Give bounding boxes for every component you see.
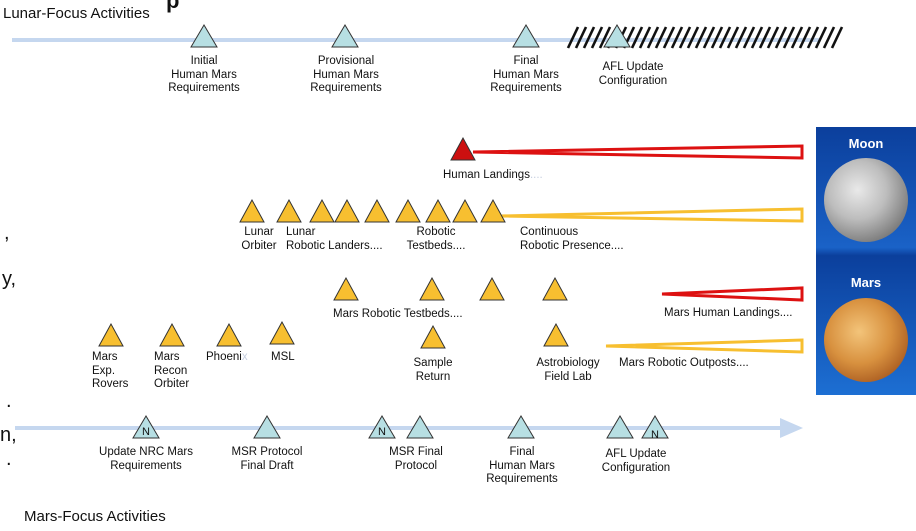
lunar-robotic-triangles (239, 198, 506, 223)
moon-mars-panel: Moon Mars (816, 127, 916, 395)
partial-title: p (166, 0, 180, 13)
left-edge-n: n, (0, 424, 17, 446)
label-mars-exp-rovers: Mars Exp. Rovers (92, 351, 129, 390)
nrc-marker-1: N (142, 426, 150, 438)
mars-focus-title: Mars-Focus Activities (24, 508, 166, 525)
lunar-focus-title: Lunar-Focus Activities (3, 5, 150, 22)
label-robotic-testbeds: Robotic Testbeds.... (406, 226, 466, 252)
moon-label: Moon (848, 136, 884, 151)
label-lunar-robotic-landers: Lunar Robotic Landers.... (286, 226, 383, 252)
milestone-final-triangle (512, 24, 540, 48)
mars-label: Mars (850, 275, 882, 290)
label-sample-return: Sample Return (413, 357, 453, 383)
label-final-human-mars: Final Human Mars Requirements (486, 446, 558, 485)
mars-image (824, 298, 908, 382)
label-mars-robotic-testbeds: Mars Robotic Testbeds.... (333, 308, 463, 320)
mars-robotic-outposts-track (605, 338, 804, 354)
nrc-marker-3: N (651, 429, 659, 441)
phoenix-text: Phoeni (206, 351, 242, 363)
left-edge-dot2: . (6, 448, 12, 470)
mars-timeline-arrowhead (780, 418, 803, 438)
human-landings-ellipsis: .... (529, 169, 543, 181)
human-landings-triangle (450, 136, 476, 161)
milestone-provisional-triangle (331, 24, 359, 48)
label-msr-final: MSR Final Protocol (389, 446, 443, 472)
label-msr-draft: MSR Protocol Final Draft (231, 446, 303, 472)
label-afl-lunar: AFL Update Configuration (598, 61, 668, 87)
label-afl-mars: AFL Update Configuration (601, 448, 671, 474)
milestone-afl-triangle-mars (606, 415, 634, 439)
label-msl: MSL (271, 351, 295, 363)
mars-mission-triangles (98, 320, 569, 349)
milestone-msr-final-triangle (406, 415, 434, 439)
moon-image (824, 158, 908, 242)
milestone-afl-n-triangle (641, 415, 669, 439)
milestone-final-human-triangle (507, 415, 535, 439)
human-landings-track (472, 144, 804, 160)
label-update-nrc: Update NRC Mars Requirements (99, 446, 193, 472)
label-final-lunar: Final Human Mars Requirements (490, 55, 562, 94)
label-initial: Initial Human Mars Requirements (168, 55, 240, 94)
label-lunar-orbiter: Lunar Orbiter (241, 226, 277, 252)
left-edge-y: y, (2, 268, 17, 290)
label-continuous-presence: Continuous Robotic Presence.... (520, 226, 624, 252)
label-astrobiology: Astrobiology Field Lab (536, 357, 600, 383)
human-landings-text: Human Landings (443, 169, 530, 181)
mars-human-landings-track (661, 286, 804, 302)
milestone-msr-final-n-triangle (368, 415, 396, 439)
label-phoenix: Phoenix (206, 351, 248, 365)
label-human-landings: Human Landings.... (443, 169, 543, 183)
phoenix-x: x (241, 351, 248, 363)
hatch-bar (566, 26, 844, 49)
label-provisional: Provisional Human Mars Requirements (310, 55, 382, 94)
milestone-initial-triangle (190, 24, 218, 48)
label-mars-human-landings: Mars Human Landings.... (664, 307, 793, 319)
nrc-marker-2: N (378, 426, 386, 438)
left-edge-comma: , (4, 222, 10, 244)
milestone-msr-draft-triangle (253, 415, 281, 439)
mars-testbed-triangles (333, 276, 568, 301)
label-mars-recon-orbiter: Mars Recon Orbiter (154, 351, 190, 390)
label-mars-robotic-outposts: Mars Robotic Outposts.... (619, 357, 749, 369)
continuous-presence-track (499, 207, 804, 223)
milestone-afl-triangle (603, 24, 631, 48)
milestone-update-nrc-triangle (132, 415, 160, 439)
left-edge-dot: . (6, 390, 12, 412)
